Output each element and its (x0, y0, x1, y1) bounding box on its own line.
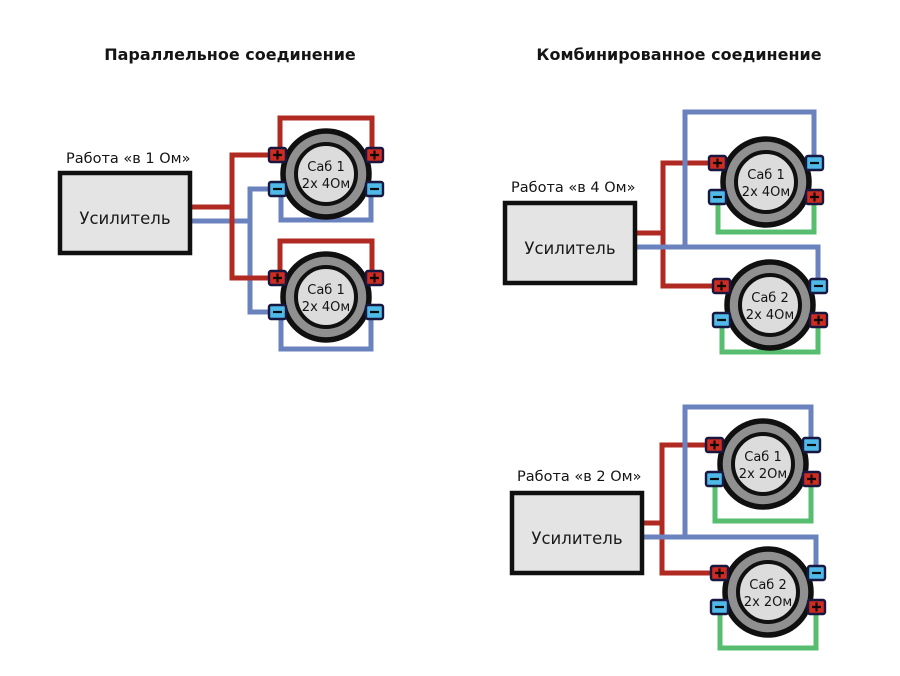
column-title-parallel: Параллельное соединение (104, 45, 356, 64)
amplifier-label: Усилитель (531, 529, 622, 548)
negative-wire (632, 109, 821, 290)
amplifier-box (57, 170, 193, 256)
subwoofer-a: Саб 1 2х 4Ом (267, 131, 385, 217)
diagram-combined-4ohm: Усилитель Работа «в 4 Ом» Саб 1 2х 4Ом С… (502, 109, 829, 355)
mode-label: Работа «в 1 Ом» (66, 151, 190, 167)
negative-loop-wire (278, 186, 374, 223)
negative-wire (639, 404, 819, 576)
mode-label: Работа «в 2 Ом» (517, 469, 641, 485)
diagram-parallel-1ohm: Усилитель Работа «в 1 Ом» Саб 1 2х 4Ом С… (57, 115, 385, 352)
negative-wire (187, 186, 275, 315)
positive-wire (632, 160, 725, 289)
sub-name: Саб 1 (747, 168, 784, 183)
sub-spec: 2х 4Ом (742, 185, 790, 200)
subwoofer-2: Саб 2 2х 4Ом (711, 262, 829, 348)
sub-name: Саб 1 (744, 450, 781, 465)
amplifier-box (502, 200, 638, 286)
sub-spec: 2х 2Ом (739, 467, 787, 482)
sub-name: Саб 1 (307, 160, 344, 175)
subwoofer-b: Саб 1 2х 4Ом (267, 254, 385, 340)
series-jumper-wire (717, 604, 819, 651)
sub-name: Саб 2 (751, 291, 788, 306)
sub-spec: 2х 4Ом (302, 177, 350, 192)
subwoofer-2: Саб 2 2х 2Ом (709, 549, 827, 635)
sub-spec: 2х 4Ом (746, 308, 794, 323)
positive-wire (639, 442, 723, 576)
positive-loop-wire (277, 238, 375, 281)
series-jumper-wire (719, 317, 821, 355)
mode-label: Работа «в 4 Ом» (511, 180, 635, 196)
sub-spec: 2х 2Ом (744, 595, 792, 610)
amplifier-box (509, 490, 645, 576)
amplifier-label: Усилитель (524, 239, 615, 258)
series-jumper-wire (712, 476, 814, 524)
subwoofer-1: Саб 1 2х 4Ом (707, 139, 825, 225)
positive-wire (187, 152, 273, 281)
sub-spec: 2х 4Ом (302, 300, 350, 315)
subwoofer-1: Саб 1 2х 2Ом (704, 421, 822, 507)
sub-name: Саб 2 (749, 578, 786, 593)
positive-loop-wire (277, 115, 375, 158)
sub-name: Саб 1 (307, 283, 344, 298)
diagram-combined-2ohm: Усилитель Работа «в 2 Ом» Саб 1 2х 2Ом С… (509, 404, 827, 651)
amplifier-label: Усилитель (79, 209, 170, 228)
negative-loop-wire (278, 309, 374, 352)
series-jumper-wire (715, 194, 817, 235)
column-title-combined: Комбинированное соединение (536, 45, 821, 64)
